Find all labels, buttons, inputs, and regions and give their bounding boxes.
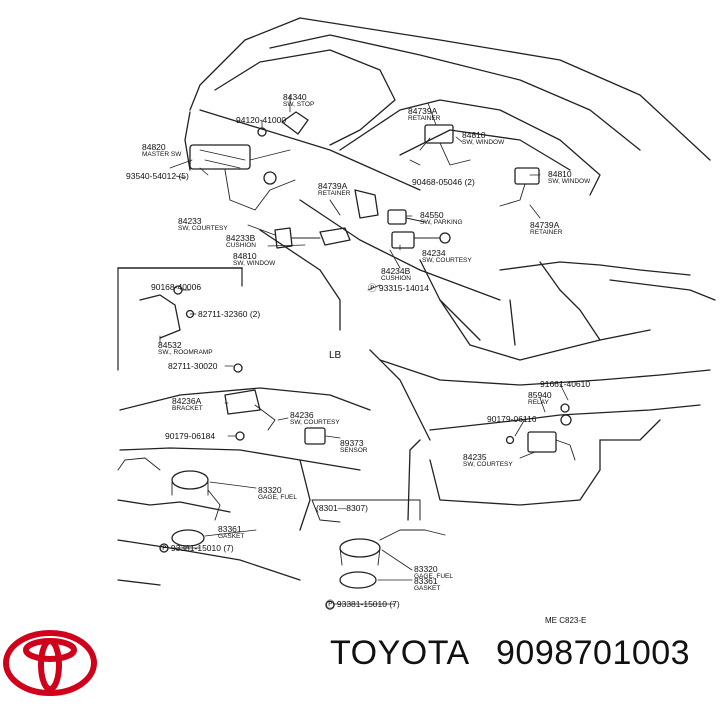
label-82711-a: 82711-32360 (2) <box>198 309 261 319</box>
label-90468: 90468-05046 (2) <box>412 177 475 187</box>
range-label: (8301—8307) <box>316 503 368 513</box>
part-number: 9098701003 <box>496 634 691 672</box>
label-90179-left: 90179-06184 <box>165 431 216 441</box>
label-93540: 93540-54012 (5) <box>126 171 189 181</box>
label-90168: 90168-40006 <box>151 282 202 292</box>
diagram-code: ME C823-E <box>545 616 587 625</box>
brand-name: TOYOTA <box>330 634 470 672</box>
label-94120: 94120-41000 <box>236 115 287 125</box>
label-82711-b: 82711-30020 <box>168 361 218 371</box>
toyota-logo-icon <box>3 630 97 696</box>
label-93315: Ⓟ 93315-14014 <box>368 283 429 293</box>
label-93381-right: Ⓟ 93381-15010 (7) <box>326 599 400 609</box>
label-93381-left: Ⓟ 93381-15010 (7) <box>160 543 234 553</box>
label-90179-right: 90179-06116 <box>487 414 537 424</box>
label-91661: 91661-40610 <box>540 379 591 389</box>
lb-label: LB <box>329 350 342 361</box>
